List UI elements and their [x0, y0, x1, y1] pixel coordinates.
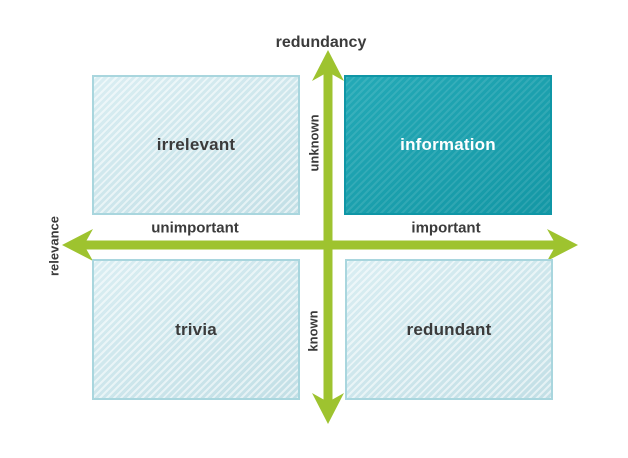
arrowhead-left-icon: [62, 229, 93, 261]
horizontal-axis-negative-label: unimportant: [151, 219, 239, 237]
vertical-axis-upper-label: unknown: [306, 114, 322, 172]
quadrant-information: information: [344, 75, 552, 215]
arrowhead-up-icon: [312, 50, 344, 81]
arrowhead-right-icon: [547, 229, 578, 261]
vertical-axis-title: redundancy: [275, 34, 367, 51]
vertical-axis-lower-label: known: [305, 310, 321, 352]
quadrant-information-label: information: [400, 135, 496, 154]
quadrant-irrelevant-label: irrelevant: [156, 135, 236, 154]
arrowhead-down-icon: [312, 393, 344, 424]
vertical-axis-line: [323, 62, 333, 414]
horizontal-axis-positive-label: important: [411, 219, 481, 237]
quadrant-trivia-label: trivia: [175, 319, 217, 339]
horizontal-axis-title: relevance: [46, 216, 62, 276]
horizontal-axis-line: [74, 240, 566, 250]
quadrant-irrelevant: irrelevant: [92, 75, 300, 215]
quadrant-redundant: redundant: [345, 259, 553, 400]
quadrant-trivia: trivia: [92, 259, 300, 400]
quadrant-redundant-label: redundant: [406, 319, 492, 339]
